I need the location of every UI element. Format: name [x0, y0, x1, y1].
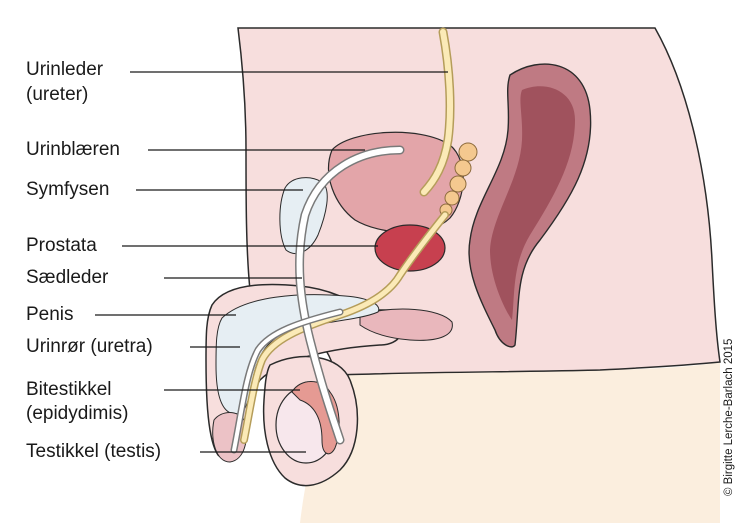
urethra-fill [296, 147, 403, 443]
copyright-credit: © Birgitte Lerche-Barlach 2015 [723, 338, 735, 496]
corpus-spongiosum [359, 308, 453, 341]
label-penis: Penis [26, 304, 74, 325]
rectum-inner [490, 86, 575, 320]
leader-lines [95, 71, 448, 453]
label-urinblaeren: Urinblæren [26, 139, 120, 160]
label-bitestikkel: Bitestikkel [26, 379, 112, 400]
label-epidydimis: (epidydimis) [26, 403, 129, 424]
torso-shape [237, 27, 721, 376]
label-urinror: Urinrør (uretra) [26, 336, 153, 357]
seminal-vesicle [439, 142, 478, 217]
label-symfysen: Symfysen [26, 179, 110, 200]
label-prostata: Prostata [26, 235, 97, 256]
thigh-shape [300, 362, 720, 523]
label-testikkel: Testikkel (testis) [26, 441, 162, 462]
urethra-penile-fill [232, 310, 342, 452]
label-saedleder: Sædleder [26, 267, 109, 288]
ureter-fill [421, 29, 454, 195]
label-ureter: (ureter) [26, 84, 89, 105]
label-urinleder: Urinleder [26, 59, 104, 80]
